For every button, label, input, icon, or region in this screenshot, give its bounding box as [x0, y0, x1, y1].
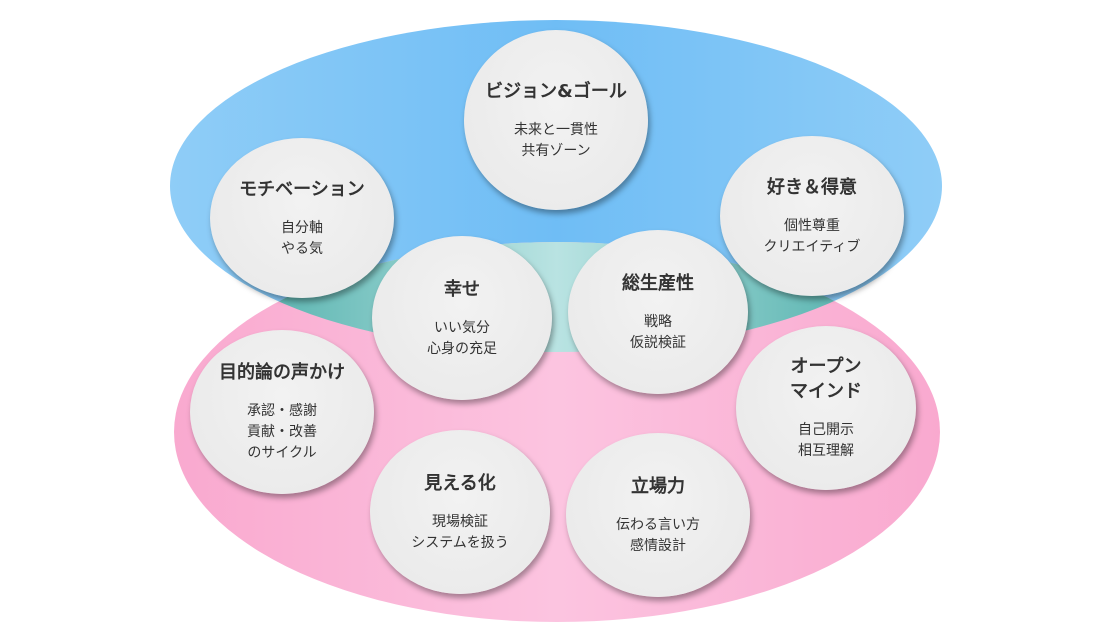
node-motivation: モチベーション 自分軸 やる気: [210, 138, 394, 298]
node-title: 幸せ: [444, 278, 480, 300]
node-title: 好き＆得意: [767, 176, 857, 198]
node-productivity: 総生産性 戦略 仮説検証: [568, 230, 748, 394]
node-subtitle: 承認・感謝 貢献・改善 のサイクル: [247, 403, 317, 461]
node-title: 目的論の声かけ: [219, 362, 345, 383]
node-subtitle: 未来と一貫性 共有ゾーン: [514, 121, 598, 159]
node-subtitle: 戦略 仮説検証: [630, 313, 686, 351]
node-happiness: 幸せ いい気分 心身の充足: [372, 236, 552, 400]
node-position-power: 立場力 伝わる言い方 感情設計: [566, 433, 750, 597]
node-likes-strengths: 好き＆得意 個性尊重 クリエイティブ: [720, 136, 904, 296]
node-subtitle: 伝わる言い方 感情設計: [616, 516, 700, 554]
node-title: モチベーション: [239, 178, 365, 200]
node-subtitle: 現場検証 システムを扱う: [411, 513, 509, 551]
node-title: 見える化: [424, 472, 496, 494]
node-subtitle: 個性尊重 クリエイティブ: [763, 217, 861, 255]
node-vision-goal: ビジョン&ゴール 未来と一貫性 共有ゾーン: [464, 30, 648, 210]
node-open-mind: オープン マインド 自己開示 相互理解: [736, 326, 916, 490]
node-purpose-talk: 目的論の声かけ 承認・感謝 貢献・改善 のサイクル: [190, 330, 374, 494]
node-title: 立場力: [631, 475, 685, 497]
node-subtitle: 自己開示 相互理解: [798, 422, 854, 459]
node-subtitle: いい気分 心身の充足: [427, 319, 497, 357]
node-title: オープン マインド: [790, 356, 862, 402]
node-title: 総生産性: [622, 272, 694, 294]
node-subtitle: 自分軸 やる気: [281, 219, 323, 257]
node-title: ビジョン&ゴール: [485, 80, 627, 102]
node-visualization: 見える化 現場検証 システムを扱う: [370, 430, 550, 594]
